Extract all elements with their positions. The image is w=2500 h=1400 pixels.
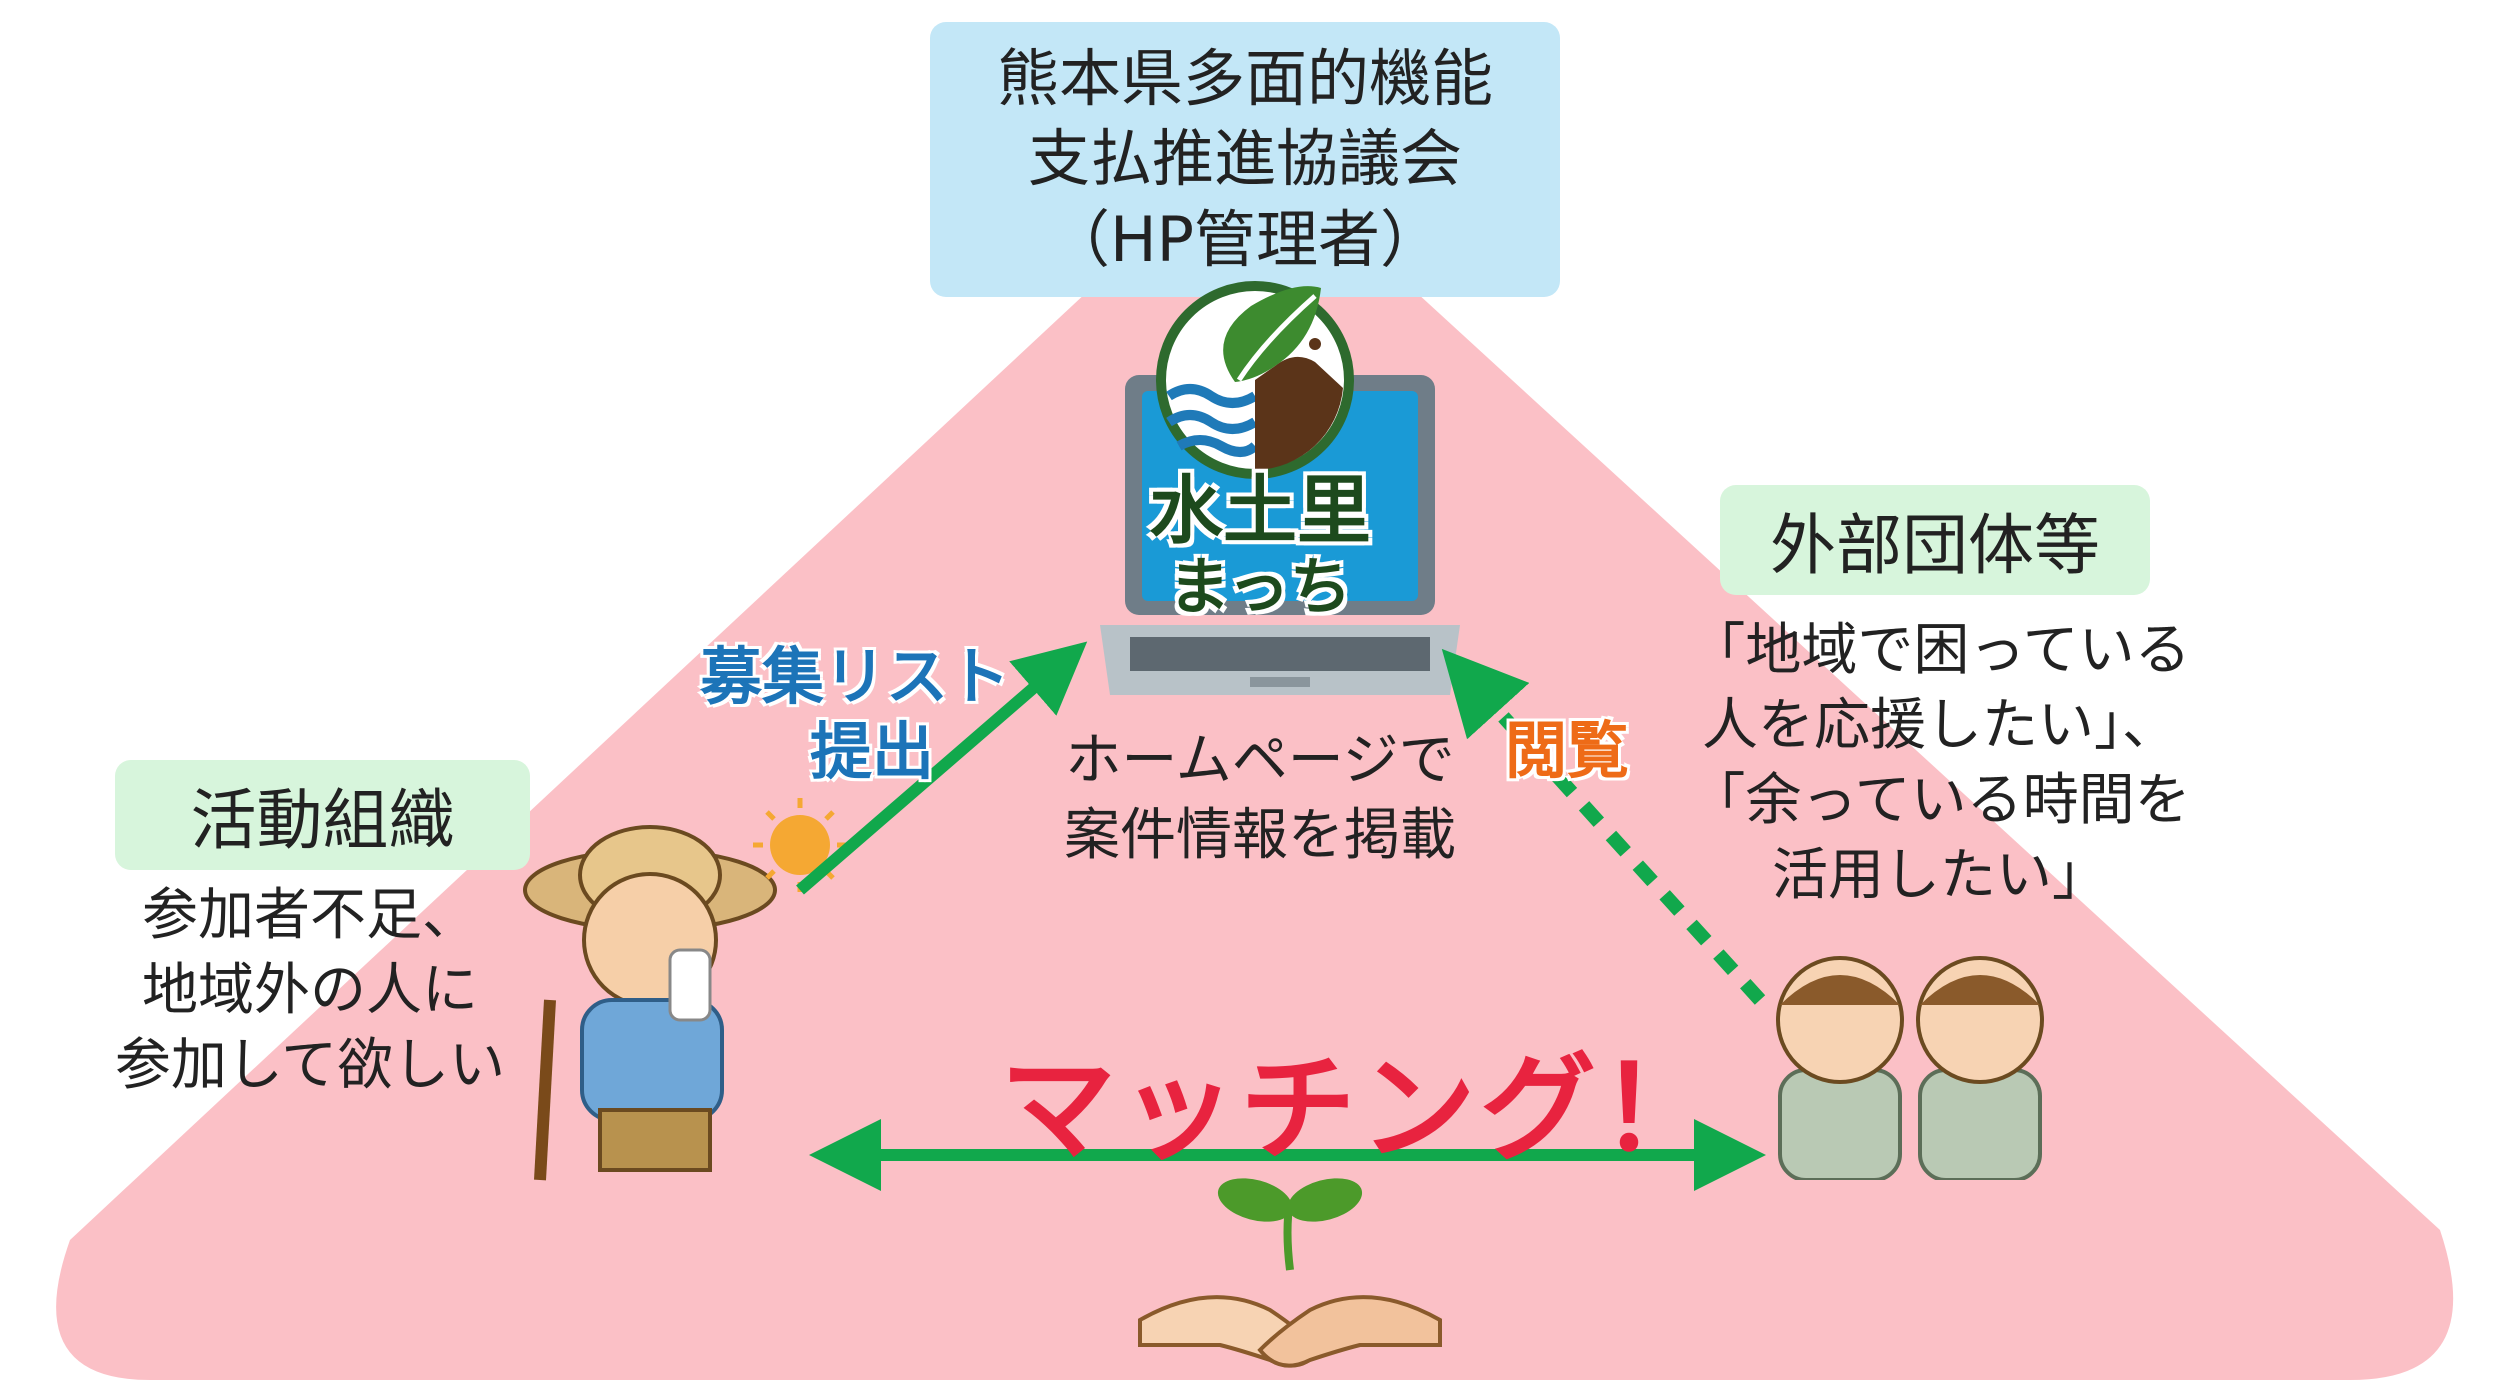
sun-icon xyxy=(753,798,847,892)
logo-name-line2: まっち xyxy=(1168,550,1352,623)
right-desc-line4: 活用したい」 xyxy=(1772,843,2108,908)
logo-name-line1: 水土里 xyxy=(1149,468,1371,554)
browse-arrow-label: 閲覧 xyxy=(1505,714,1630,787)
center-caption-line2: 案件情報を掲載 xyxy=(1064,803,1456,868)
left-desc-line2: 地域外の人に xyxy=(142,958,478,1023)
submit-arrow xyxy=(796,641,1088,895)
browse-arrow xyxy=(1441,648,1766,1005)
volunteers-illustration xyxy=(1776,956,2044,1180)
matching-label: マッチング！ xyxy=(1000,1042,1720,1177)
handshake-sprout-icon xyxy=(1138,1178,1442,1368)
left-desc-line3: 参加して欲しい xyxy=(114,1033,506,1098)
farmer-illustration xyxy=(523,825,777,1181)
right-org-tag: 外部団体等 xyxy=(1720,485,2150,595)
center-caption-line1: ホームページで xyxy=(1065,728,1455,793)
right-desc-line2: 人を応援したい」、 xyxy=(1702,693,2178,758)
left-desc-line1: 参加者不足、 xyxy=(142,883,478,948)
hq-line-2: 支払推進協議会 xyxy=(1027,122,1462,196)
hq-box: 熊本県多面的機能 支払推進協議会 （HP管理者） xyxy=(930,22,1560,297)
mizudorimatch-logo xyxy=(1156,281,1354,479)
submit-arrow-label-line1: 募集リスト xyxy=(700,640,1011,713)
right-desc-line3: 「余っている時間を xyxy=(1689,768,2191,833)
right-desc-line1: 「地域で困っている xyxy=(1689,618,2191,683)
left-org-tag: 活動組織 xyxy=(115,760,530,870)
hq-line-1: 熊本県多面的機能 xyxy=(996,41,1493,115)
submit-arrow-label-line2: 提出 xyxy=(810,715,935,788)
hq-line-3: （HP管理者） xyxy=(1047,202,1442,276)
